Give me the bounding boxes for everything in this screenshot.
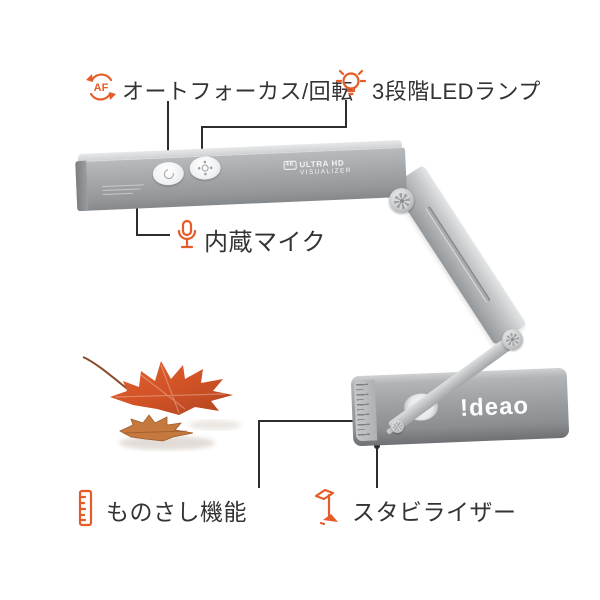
callout-line-autofocus [167, 101, 169, 163]
stabilizer-icon [314, 488, 338, 526]
callout-line-led-v1 [345, 100, 347, 128]
head-label: 4K ULTRA HD VISUALIZER [283, 158, 352, 178]
callout-line-mic-h [136, 234, 170, 236]
hinge-top [389, 188, 414, 213]
ruler-icon [78, 489, 93, 527]
callout-line-ruler-h [258, 420, 358, 422]
af-rotate-icon: AF [86, 73, 116, 101]
af-icon-text: AF [94, 82, 109, 94]
microphone-icon [177, 219, 197, 249]
hinge-middle [502, 329, 523, 350]
callout-line-ruler-v [258, 420, 260, 488]
rotate-button-icon [161, 166, 176, 181]
lightbulb-icon [335, 69, 367, 96]
ruler-markings [353, 379, 378, 442]
feature-label-microphone: 内蔵マイク [204, 229, 327, 256]
arm-slot-groove [426, 206, 491, 303]
callout-line-led-h [201, 126, 347, 128]
folding-arm-upper [391, 164, 527, 346]
callout-line-stabilizer-v [376, 446, 378, 488]
maple-leaf-image [82, 356, 241, 450]
feature-label-ruler: ものさし機能 [106, 499, 247, 525]
led-button-icon [201, 164, 209, 172]
feature-label-stabilizer: スタビライザー [352, 499, 517, 525]
brand-logo: !deao [459, 392, 530, 422]
camera-head-end-cap [75, 160, 89, 212]
resolution-badge: 4K [283, 160, 297, 171]
camera-head-bar: 4K ULTRA HD VISUALIZER [75, 139, 408, 212]
feature-label-autofocus: オートフォーカス/回転 [122, 79, 354, 104]
hinge-base [391, 420, 404, 433]
callout-line-mic-v [136, 204, 138, 236]
feature-label-led: 3段階LEDランプ [372, 79, 541, 104]
callout-line-led-v2 [201, 128, 203, 160]
camera-head-fine-print [102, 184, 145, 198]
